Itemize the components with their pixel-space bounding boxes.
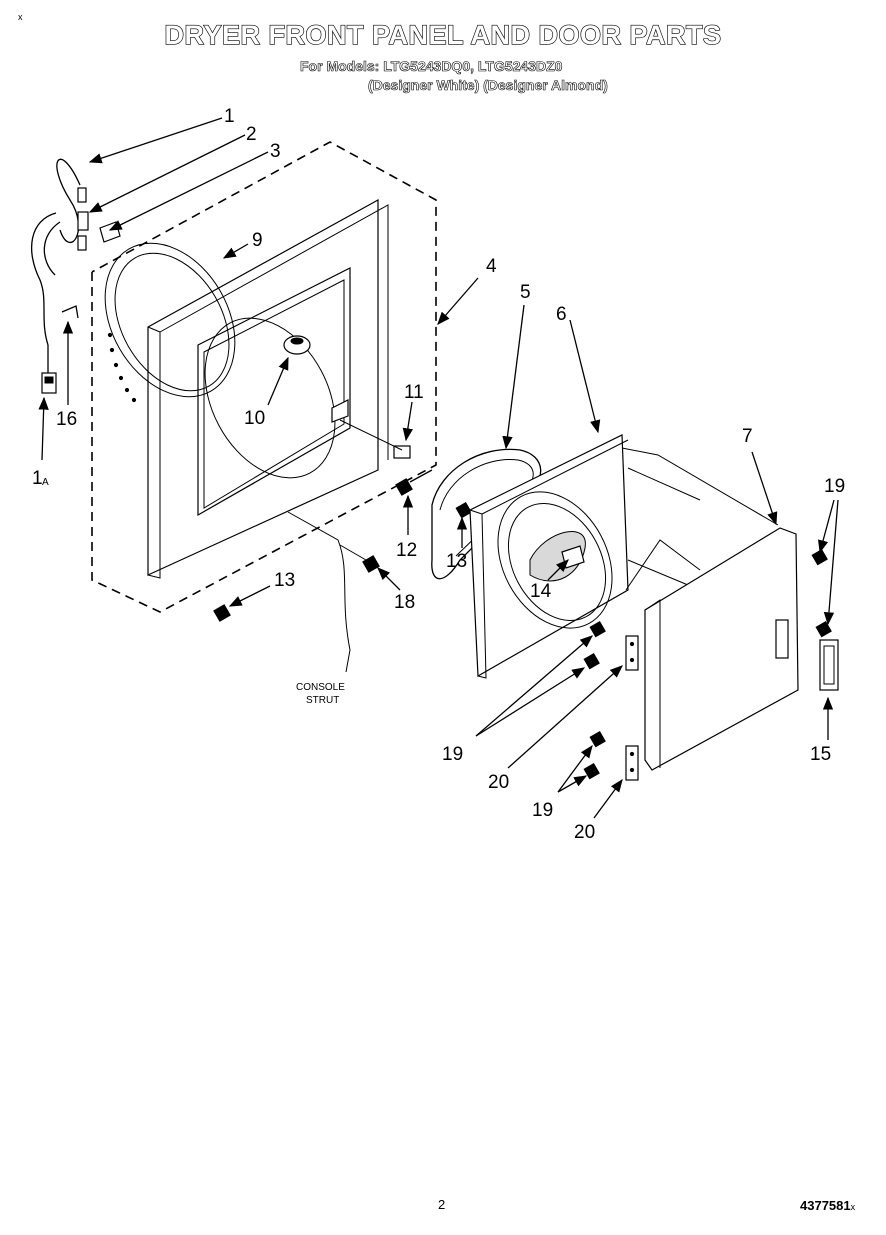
callout-1: 1 — [224, 106, 235, 127]
doc-number-value: 4377581 — [800, 1198, 851, 1213]
hinge-lower-part — [625, 745, 639, 781]
front-bulkhead-ring-part — [104, 242, 236, 403]
callout-11: 11 — [404, 382, 424, 403]
callout-15: 15 — [810, 744, 831, 765]
wire-harness-part — [31, 158, 121, 394]
hinge-upper-part — [625, 635, 639, 671]
callout-19-lower: 19 — [532, 800, 553, 821]
callout-4: 4 — [486, 256, 497, 277]
front-panel-part — [147, 198, 389, 579]
drum-light-lens-part — [283, 335, 311, 355]
door-switch-part — [331, 399, 411, 459]
callout-5: 5 — [520, 282, 531, 303]
screw-12-part — [395, 469, 433, 496]
callout-13a: 13 — [446, 551, 467, 572]
outer-door-part — [621, 447, 839, 771]
callout-1a-suffix: A — [42, 477, 49, 488]
callout-labels: 1 2 3 9 4 5 6 7 10 11 12 13 13 18 14 16 … — [32, 106, 845, 843]
callout-1a: 1 — [32, 468, 43, 489]
callout-7: 7 — [742, 426, 753, 447]
leader-lines — [38, 117, 839, 819]
corner-mark: x — [18, 12, 23, 22]
callout-2: 2 — [246, 124, 257, 145]
screw-18-part — [339, 544, 380, 573]
models-line: For Models: LTG5243DQ0, LTG5243DZ0 — [300, 58, 563, 75]
callout-20-lower: 20 — [574, 822, 595, 843]
callout-9: 9 — [252, 230, 263, 251]
callout-20-upper: 20 — [488, 772, 509, 793]
assembly-boundary-dashed — [91, 141, 437, 613]
page-title: DRYER FRONT PANEL AND DOOR PARTS — [164, 19, 722, 50]
screw-13b-part — [455, 501, 472, 519]
callout-16: 16 — [56, 409, 77, 430]
callout-10: 10 — [244, 408, 265, 429]
console-strut-line — [287, 511, 351, 673]
screw-13a-part — [213, 604, 231, 622]
doc-number-suffix: x — [850, 1202, 856, 1212]
callout-3: 3 — [270, 141, 281, 162]
callout-13b: 13 — [274, 570, 295, 591]
console-strut-line2: STRUT — [306, 695, 339, 706]
callout-6: 6 — [556, 304, 567, 325]
doc-number: 4377581x — [800, 1198, 855, 1213]
variants-line: (Designer White) (Designer Almond) — [368, 77, 608, 94]
callout-18: 18 — [394, 592, 415, 613]
callout-14: 14 — [530, 581, 552, 602]
callout-19-right: 19 — [824, 476, 845, 497]
callout-12: 12 — [396, 540, 417, 561]
screws-19-parts — [583, 548, 832, 780]
page-number: 2 — [438, 1197, 446, 1212]
inner-door-panel-part — [469, 434, 701, 679]
callout-19-left: 19 — [442, 744, 463, 765]
console-strut-line1: CONSOLE — [296, 682, 345, 693]
